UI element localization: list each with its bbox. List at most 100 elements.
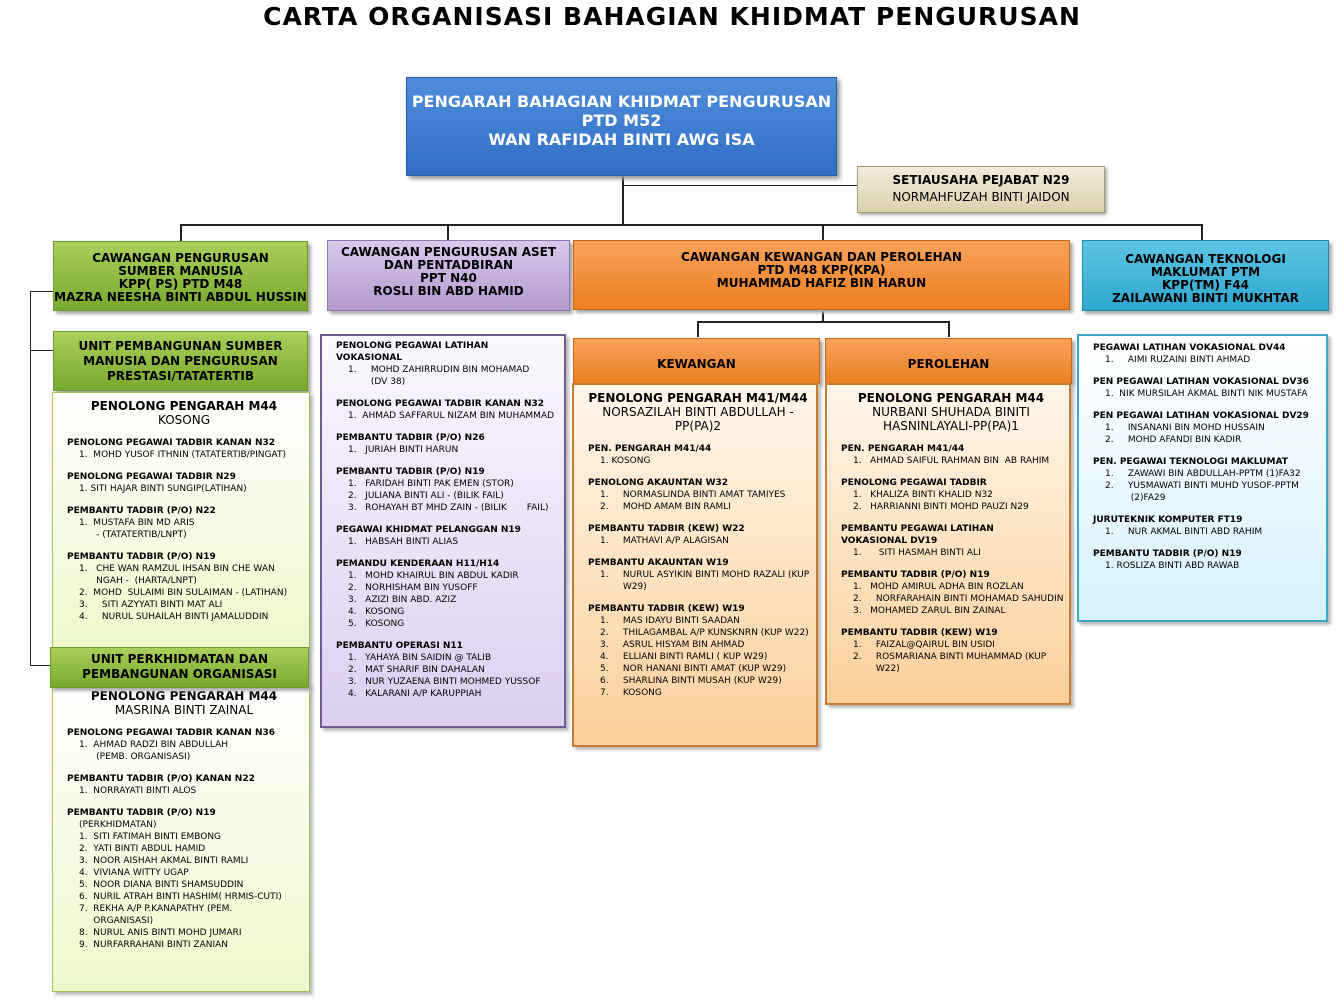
branch-hr: CAWANGAN PENGURUSAN SUMBER MANUSIA KPP( …: [53, 241, 308, 311]
unit-uppo-line: UNIT PERKHIDMATAN DAN: [91, 652, 268, 666]
staff-item: 5. KOSONG: [348, 619, 405, 629]
section-heading: PEN. PEGAWAI TEKNOLOGI MAKLUMAT: [1093, 457, 1288, 467]
staff-item: 2. THILAGAMBAL A/P KUNSKNRN (KUP W22): [600, 628, 809, 638]
unit-uppo-header: UNIT PERKHIDMATAN DAN PEMBANGUNAN ORGANI…: [50, 647, 309, 688]
kewangan-header: KEWANGAN: [573, 338, 820, 384]
branch-hr-line: SUMBER MANUSIA: [118, 264, 243, 278]
staff-item: 3. NUR YUZAENA BINTI MOHMED YUSSOF: [348, 677, 541, 687]
head-line: HASNINLAYALI-PP(PA)1: [883, 419, 1019, 433]
staff-section: PEMBANTU TADBIR (KEW) W19 1. FAIZAL@QAIRU…: [841, 627, 1061, 675]
staff-item: 3. ASRUL HISYAM BIN AHMAD: [600, 640, 745, 650]
staff-item: 1. MOHD KHAIRUL BIN ABDUL KADIR: [348, 571, 519, 581]
head-line: KOSONG: [158, 413, 210, 427]
staff-item: 3. AZIZI BIN ABD. AZIZ: [348, 595, 457, 605]
connector: [30, 291, 53, 292]
staff-item: 2. YATI BINTI ABDUL HAMID: [79, 844, 206, 854]
branch-it-line: CAWANGAN TEKNOLOGI: [1125, 252, 1286, 266]
staff-item: (PERKHIDMATAN): [79, 820, 157, 830]
staff-item: 3. NOOR AISHAH AKMAL BINTI RAMLI: [79, 856, 249, 866]
connector: [180, 224, 182, 241]
section-heading: PEN PEGAWAI LATIHAN VOKASIONAL DV36: [1093, 377, 1309, 387]
section-heading: PENOLONG AKAUNTAN W32: [588, 478, 729, 488]
staff-item: 1. NIK MURSILAH AKMAL BINTI NIK MUSTAFA: [1105, 389, 1308, 399]
connector: [622, 185, 858, 186]
head-line: PENOLONG PENGARAH M44: [90, 399, 278, 413]
staff-item: 2. YUSMAWATI BINTI MUHD YUSOF-PPTM: [1105, 481, 1299, 491]
staff-item: 8. NURUL ANIS BINTI MOHD JUMARI: [79, 928, 242, 938]
staff-item: 1. SITI HASMAH BINTI ALI: [853, 548, 981, 558]
section-heading: PENOLONG PEGAWAI TADBIR KANAN N32: [336, 399, 545, 409]
staff-item: 1. YAHAYA BIN SAIDIN @ TALIB: [348, 653, 492, 663]
staff-item: (DV 38): [348, 377, 406, 387]
branch-finance-line: MUHAMMAD HAFIZ BIN HARUN: [716, 276, 927, 290]
staff-section: PENOLONG PEGAWAI TADBIR KANAN N32 1. AHMA…: [336, 398, 556, 422]
perolehan-title: PEROLEHAN: [907, 357, 990, 371]
staff-item: 1. NUR AKMAL BINTI ABD RAHIM: [1105, 527, 1263, 537]
staff-section: PEMBANTU TADBIR (P/O) N19(PERKHIDMATAN)1…: [67, 807, 301, 951]
staff-item: 1. ZAWAWI BIN ABDULLAH-PPTM (1)FA32: [1105, 469, 1301, 479]
unit-upsm-header: UNIT PEMBANGUNAN SUMBER MANUSIA DAN PENG…: [53, 331, 308, 391]
section-heading: PENOLONG PEGAWAI TADBIR N29: [67, 472, 236, 482]
staff-item: - (TATATERTIB/LNPT): [79, 530, 187, 540]
staff-item: 3. ROHAYAH BT MHD ZAIN - (BILIK FAIL): [348, 503, 549, 513]
connector: [697, 321, 699, 337]
section-heading: PEMBANTU TADBIR (P/O) N19: [841, 570, 990, 580]
director-title: PENGARAH BAHAGIAN KHIDMAT PENGURUSAN: [411, 92, 832, 111]
staff-item: 4. VIVIANA WITTY UGAP: [79, 868, 189, 878]
staff-item: 1. FAIZAL@QAIRUL BIN USIDI: [853, 640, 995, 650]
branch-hr-line: MAZRA NEESHA BINTI ABDUL HUSSIN: [54, 290, 307, 304]
section-heading: PENOLONG PEGAWAI TADBIR: [841, 478, 987, 488]
staff-item: 4. KOSONG: [348, 607, 405, 617]
section-heading: PEMBANTU TADBIR (P/O) N19: [1093, 549, 1242, 559]
section-heading: PEMBANTU TADBIR (P/O) KANAN N22: [67, 774, 255, 784]
staff-item: 1. KHALIZA BINTI KHALID N32: [853, 490, 993, 500]
branch-hr-line: CAWANGAN PENGURUSAN: [92, 251, 269, 265]
staff-item: 7. REKHA A/P P.KANAPATHY (PEM.: [79, 904, 233, 914]
staff-item: 1. MOHD YUSOF ITHNIN (TATATERTIB/PINGAT): [79, 450, 286, 460]
connector: [1201, 224, 1203, 240]
unit-upsm-line: PRESTASI/TATATERTIB: [106, 369, 254, 383]
branch-it-line: ZAILAWANI BINTI MUKHTAR: [1112, 291, 1299, 305]
staff-item: 2. MAT SHARIF BIN DAHALAN: [348, 665, 485, 675]
staff-item: 1. NURUL ASYIKIN BINTI MOHD RAZALI (KUP: [600, 570, 810, 580]
staff-item: 1. AHMAD SAFFARUL NIZAM BIN MUHAMMAD: [348, 411, 555, 421]
staff-item: 2. HARRIANNI BINTI MOHD PAUZI N29: [853, 502, 1029, 512]
branch-asset: CAWANGAN PENGURUSAN ASET DAN PENTADBIRAN…: [327, 240, 570, 311]
staff-item: 9. NURFARRAHANI BINTI ZANIAN: [79, 940, 229, 950]
staff-item: 6. NURIL ATRAH BINTI HASHIM( HRMIS-CUTI): [79, 892, 282, 902]
staff-item: 1. AHMAD RADZI BIN ABDULLAH: [79, 740, 229, 750]
branch-it: CAWANGAN TEKNOLOGI MAKLUMAT PTM KPP(TM) …: [1082, 240, 1329, 311]
staff-item: 1. CHE WAN RAMZUL IHSAN BIN CHE WAN: [79, 564, 275, 574]
director-box: PENGARAH BAHAGIAN KHIDMAT PENGURUSAN PTD…: [406, 77, 837, 176]
staff-item: 1. MOHD ZAHIRRUDIN BIN MOHAMAD: [348, 365, 530, 375]
connector: [822, 310, 824, 322]
section-heading: PEGAWAI KHIDMAT PELANGGAN N19: [336, 525, 521, 535]
secretary-box: SETIAUSAHA PEJABAT N29 NORMAHFUZAH BINTI…: [857, 166, 1105, 213]
branch-finance-line: PTD M48 KPP(KPA): [757, 263, 886, 277]
branch-it-line: MAKLUMAT PTM: [1150, 265, 1261, 279]
branch-it-line: KPP(TM) F44: [1161, 278, 1250, 292]
branch-asset-line: CAWANGAN PENGURUSAN ASET: [340, 245, 556, 259]
section-heading: PEMBANTU TADBIR (KEW) W19: [841, 628, 998, 638]
section-heading: PENOLONG PEGAWAI TADBIR KANAN N36: [67, 728, 276, 738]
section-heading: PEMBANTU TADBIR (P/O) N19: [336, 467, 485, 477]
section-heading: PEMBANTU OPERASI N11: [336, 641, 463, 651]
staff-item: W29): [600, 582, 647, 592]
staff-section: PENOLONG PEGAWAI TADBIR KANAN N36 1. AHMA…: [67, 727, 301, 763]
connector: [948, 321, 950, 337]
